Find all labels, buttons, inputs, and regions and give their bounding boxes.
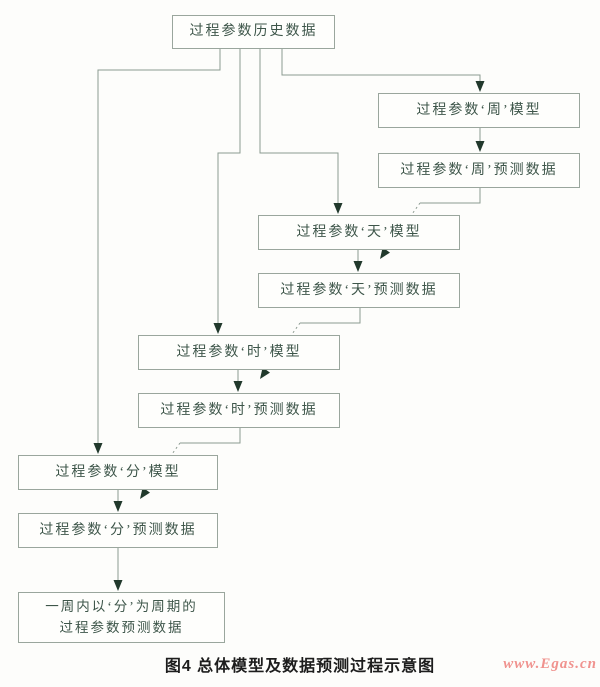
node-hour-prediction-data: 过程参数‘时’预测数据 xyxy=(138,393,340,428)
arrowhead-day-pred xyxy=(353,261,363,272)
arrowhead-final xyxy=(113,580,123,591)
node-history-data: 过程参数历史数据 xyxy=(172,15,335,49)
node-day-prediction-data: 过程参数‘天’预测数据 xyxy=(258,273,460,308)
arrowheads xyxy=(93,81,485,591)
final-node-line1: 一周内以‘分’为周期的 xyxy=(45,598,198,614)
arrowhead-week-model xyxy=(475,81,485,92)
connector-hist-to-day-model xyxy=(259,49,339,203)
final-node-line2: 过程参数预测数据 xyxy=(59,619,184,635)
feedback-day-elbow xyxy=(300,308,361,324)
connector-hist-to-hour-model xyxy=(217,49,241,323)
feedback-hour-elbow xyxy=(180,428,241,444)
node-week-model: 过程参数‘周’模型 xyxy=(378,93,580,128)
figure-caption: 图4 总体模型及数据预测过程示意图 xyxy=(164,658,436,675)
arrowhead-feedback-week xyxy=(380,247,390,259)
arrowhead-min-pred xyxy=(113,501,123,512)
arrowhead-feedback-day xyxy=(260,367,270,379)
arrowhead-min-model xyxy=(93,443,103,454)
node-day-model: 过程参数‘天’模型 xyxy=(258,215,460,250)
node-hour-model: 过程参数‘时’模型 xyxy=(138,335,340,370)
connector-hist-to-min-model xyxy=(97,49,221,443)
connector-hist-to-week-model xyxy=(281,49,481,81)
watermark-egas: www.Egas.cn xyxy=(503,656,597,672)
node-week-prediction-data: 过程参数‘周’预测数据 xyxy=(378,153,580,188)
arrowhead-hour-model xyxy=(213,323,223,334)
arrowhead-hour-pred xyxy=(233,381,243,392)
node-minute-model: 过程参数‘分’模型 xyxy=(18,455,218,490)
arrowhead-week-pred xyxy=(475,141,485,152)
feedback-week-elbow xyxy=(420,188,481,204)
arrowhead-day-model xyxy=(333,203,343,214)
arrowhead-feedback-hour xyxy=(140,487,150,499)
node-final-weekly-minute-data: 一周内以‘分’为周期的 过程参数预测数据 xyxy=(18,592,225,643)
node-minute-prediction-data: 过程参数‘分’预测数据 xyxy=(18,513,218,548)
